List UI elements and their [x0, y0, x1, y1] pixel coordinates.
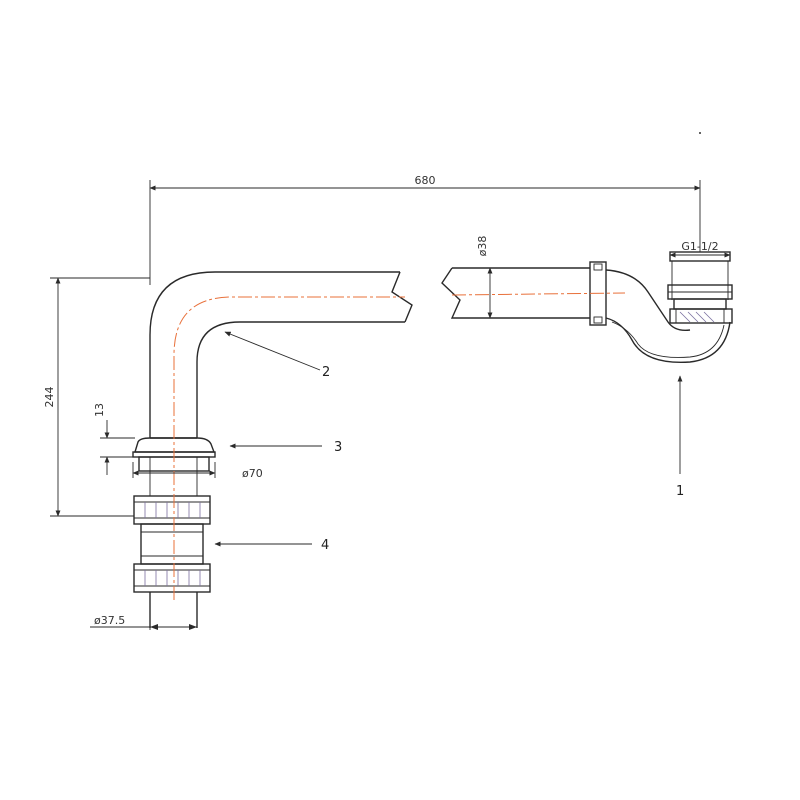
- callout-1: 1: [676, 484, 684, 499]
- callout-2: 2: [322, 365, 330, 380]
- dim-flange-diameter-label: ø70: [242, 467, 263, 480]
- stray-dot: [699, 132, 701, 134]
- bent-pipe: [149, 267, 590, 438]
- callout-4: 4: [321, 538, 329, 553]
- callout-3: 3: [334, 440, 342, 455]
- dim-thread-label: G1-1/2: [681, 240, 718, 253]
- dim-pipe-diameter-label: ø38: [476, 236, 489, 257]
- dim-length-label: 680: [415, 174, 436, 187]
- trap-fitting: [589, 251, 733, 364]
- dim-flange-thickness-label: 13: [93, 403, 106, 417]
- union-coupling: [133, 495, 211, 628]
- dimension-lines: [50, 180, 731, 630]
- callout-arrows: [214, 331, 683, 547]
- dim-outlet-diameter-label: ø37.5: [94, 614, 125, 627]
- centerlines: [173, 292, 626, 600]
- dim-height-label: 244: [43, 387, 56, 408]
